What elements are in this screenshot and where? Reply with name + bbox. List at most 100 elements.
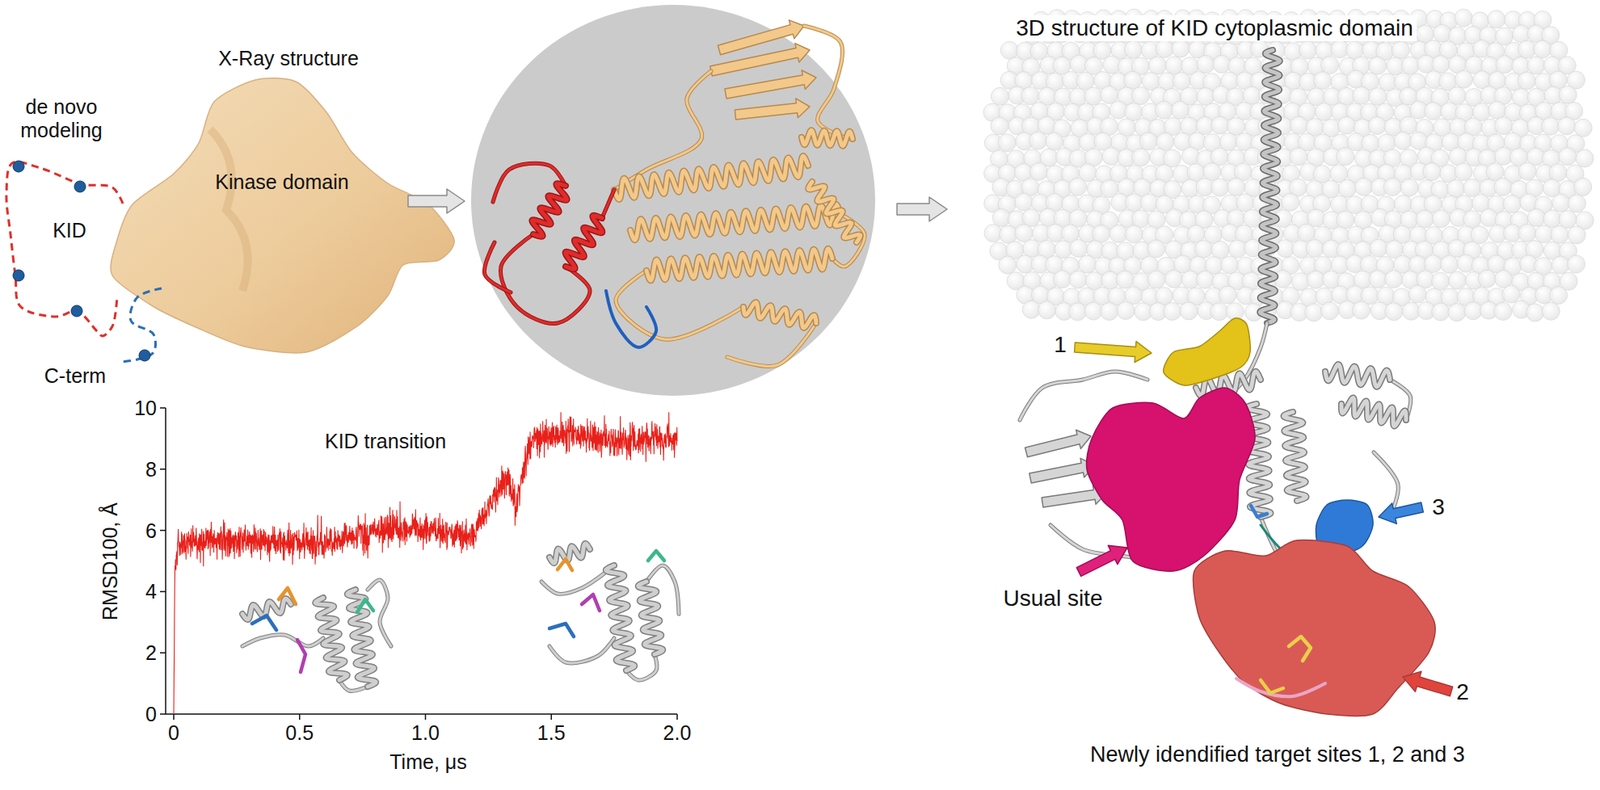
lipid-sphere [1433,24,1452,43]
alpha-helix [801,130,853,146]
lipid-sphere [1487,10,1506,29]
transmembrane-helix [1259,50,1280,324]
tick-label: 10 [134,396,157,421]
kid-helix [565,215,603,270]
residue-sticks [297,640,306,673]
alpha-helix [1325,364,1390,388]
lipid-sphere [1369,239,1388,257]
lipid-sphere [1053,270,1072,289]
lipid-sphere [1195,270,1214,289]
lipid-sphere [1454,8,1473,27]
lipid-sphere [1503,195,1521,214]
lipid-sphere [1069,270,1087,289]
region-label: C-term [44,364,106,388]
lipid-membrane [983,8,1594,322]
lipid-sphere [1236,193,1255,212]
lipid-sphere [1463,179,1482,198]
alpha-helix [630,204,841,240]
tick-mark [160,530,166,532]
lipid-sphere [1313,71,1332,90]
lipid-sphere [1014,224,1033,243]
lipid-sphere [1305,303,1323,322]
tick-mark [160,591,166,594]
lipid-sphere [1132,148,1150,167]
lipid-sphere [1155,39,1174,58]
lipid-sphere [1566,255,1585,274]
peptide-sticks [1288,636,1311,662]
cartoon-backdrop [471,4,876,396]
lipid-sphere [1352,301,1371,320]
lipid-sphere [1527,56,1546,75]
cterm-dashed-line [120,288,162,363]
lipid-sphere [1557,117,1576,135]
lipid-sphere [1228,240,1247,258]
lipid-sphere [1541,117,1560,135]
lipid-sphere [1211,178,1230,197]
alpha-helix [1341,397,1407,426]
figure-caption: Newly idendified target sites 1, 2 and 3 [1090,742,1466,768]
lipid-sphere [1109,224,1128,243]
lipid-sphere [997,134,1016,152]
lipid-sphere [1171,101,1190,119]
alpha-helix [808,181,860,243]
panel-title: 3D structure of KID cytoplasmic domain [1012,15,1417,42]
axis-title: RMSD100, Å [98,502,123,621]
lipid-sphere [1494,27,1513,46]
loop [1373,452,1398,518]
residue-dot [12,160,25,173]
tick-label: 6 [145,518,157,543]
beta-sheet [734,98,810,120]
lipid-sphere [1116,301,1135,320]
lipid-sphere [1037,116,1056,135]
lipid-sphere [1045,132,1064,151]
lipid-sphere [1242,209,1261,228]
lipid-sphere [1543,210,1562,228]
lipid-sphere [1448,303,1466,322]
site-arrow [1074,341,1152,363]
lipid-sphere [1092,224,1111,243]
residue-sticks [557,559,573,571]
lipid-sphere [1526,303,1545,322]
kid-loop [602,189,615,219]
callout-number: 1 [1053,332,1067,358]
lipid-sphere [1423,255,1442,274]
kid-helix [531,183,567,236]
lipid-sphere [1115,270,1134,289]
lipid-sphere [1574,118,1592,137]
alpha-helix [630,204,841,240]
inset-helix [347,589,376,687]
lipid-sphere [1155,101,1174,119]
lipid-sphere [1495,55,1514,74]
lipid-sphere [1305,239,1324,257]
lipid-sphere [1447,180,1466,198]
lipid-sphere [1306,270,1325,289]
lipid-sphere [1029,131,1048,150]
lipid-sphere [1574,177,1592,196]
lipid-sphere [1400,178,1419,197]
lipid-sphere [1533,40,1552,59]
kinase-surface [110,78,455,354]
lipid-sphere [1448,86,1466,105]
lipid-sphere [1368,56,1387,75]
lipid-sphere [1551,256,1570,274]
lipid-sphere [1100,85,1119,104]
lipid-sphere [1338,179,1356,198]
residue-sticks [581,594,600,611]
lipid-sphere [1431,303,1450,321]
lipid-sphere [1549,164,1567,182]
alpha-helix [743,302,817,329]
inset-helix [315,597,348,681]
loop [367,580,392,647]
region-label: KID [52,218,87,243]
lipid-sphere [1297,223,1316,242]
rmsd-chart [160,408,679,720]
lipid-sphere [1148,56,1167,75]
residue-dot [12,269,25,282]
lipid-sphere [1196,88,1215,106]
lipid-sphere [1391,41,1410,59]
lipid-sphere [1494,117,1513,135]
kinase-domain-surface: X-Ray structureKinase domain [107,42,455,353]
beta-sheet [1025,429,1092,458]
lipid-sphere [1069,177,1087,196]
lipid-sphere [1196,55,1215,74]
